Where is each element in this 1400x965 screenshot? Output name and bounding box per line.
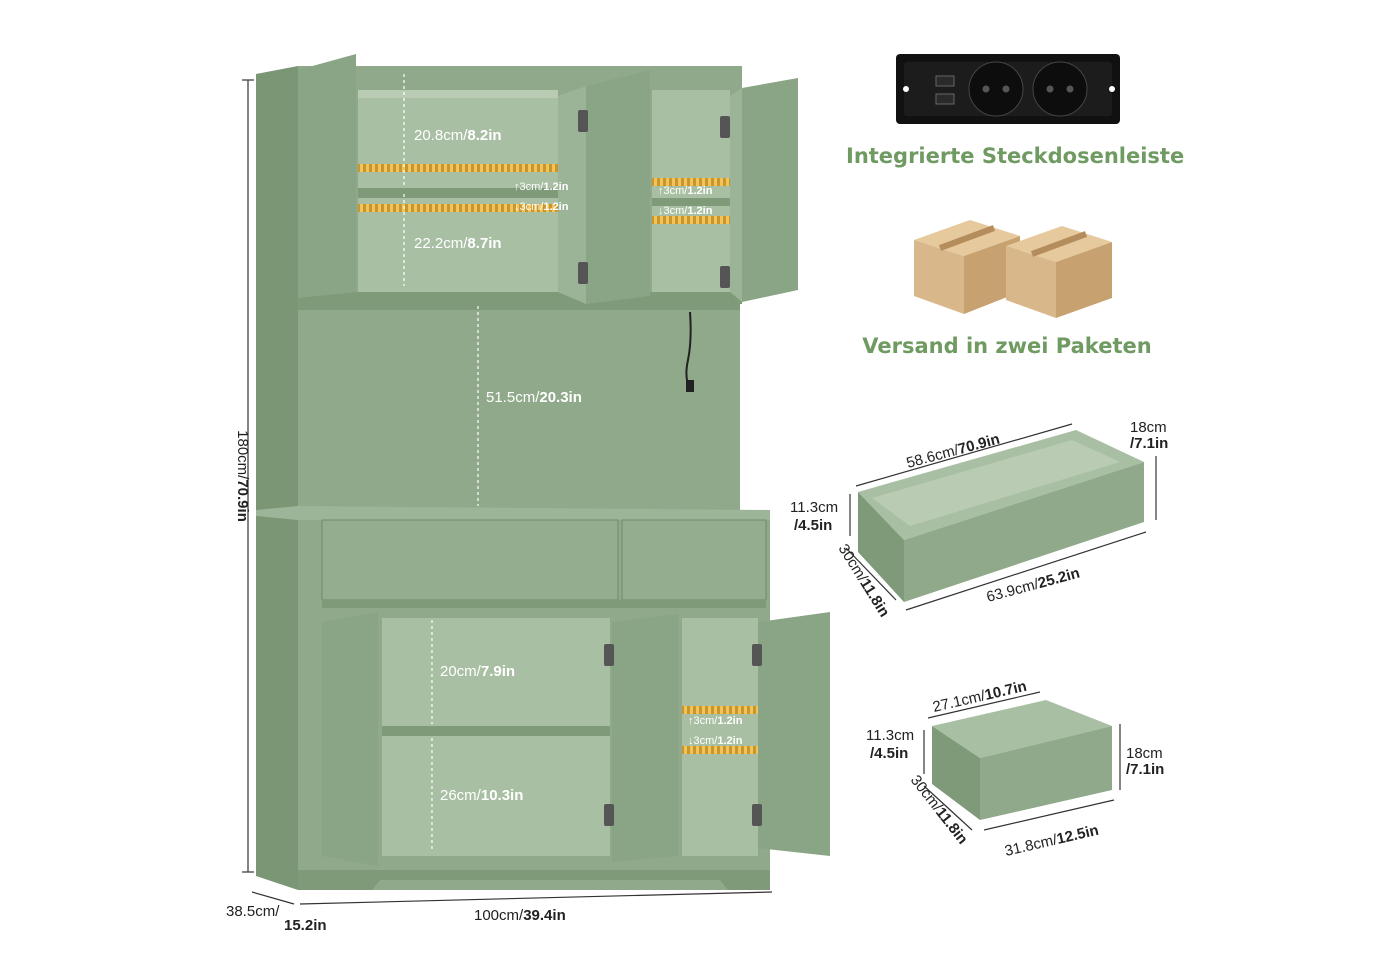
large-drawer-inner-height-inches: /4.5in [794, 517, 832, 534]
lower-shelf [382, 726, 610, 736]
small-drawer-front-width-label: 31.8cm/12.5in [1003, 822, 1100, 860]
cabinet-plinth [298, 870, 770, 890]
small-drawer-outer-height-label: 18cm [1126, 745, 1163, 762]
shelf-adjust-down-label: ↓3cm/1.2in [514, 201, 569, 213]
lower-right-compartment [682, 618, 758, 856]
upper-top-shelf-label: 20.8cm/8.2in [414, 127, 502, 144]
hutch-open-area [298, 304, 740, 510]
hutch-opening-label: 51.5cm/20.3in [486, 389, 582, 406]
power-strip-icon [896, 54, 1120, 124]
shipping-heading: Versand in zwei Paketen [862, 334, 1152, 358]
cabinet-side-panel [256, 66, 298, 890]
lower-left-door[interactable] [322, 612, 378, 866]
cabinet-depth-inches: 15.2in [284, 917, 327, 934]
drawer-left[interactable] [321, 519, 619, 601]
shelf-adjust-up-right-label: ↑3cm/1.2in [658, 185, 713, 197]
lower-left-compartment [382, 618, 610, 856]
cabinet-depth-label: 38.5cm/ [226, 903, 280, 920]
hutch-bottom-board [298, 292, 742, 304]
lower-shelf-adjust-down-label: ↓3cm/1.2in [688, 735, 743, 747]
lower-top-shelf-label: 20cm/7.9in [440, 663, 515, 680]
lower-right-door[interactable] [758, 612, 830, 856]
small-drawer-inner-height-label: 11.3cm [866, 727, 914, 744]
small-drawer-inner-height-inches: /4.5in [870, 745, 908, 762]
power-strip-heading: Integrierte Steckdosenleiste [846, 144, 1185, 168]
countertop [256, 506, 770, 520]
large-drawer-outer-height-label: 18cm [1130, 419, 1167, 436]
dimension-lines [242, 79, 773, 905]
large-drawer-inner-height-label: 11.3cm [790, 499, 838, 516]
upper-bottom-shelf-label: 22.2cm/8.7in [414, 235, 502, 252]
cabinet [256, 54, 830, 890]
upper-shelf [358, 188, 558, 198]
arrow-up-icon: ↑ [514, 181, 520, 193]
cabinet-width-label: 100cm/39.4in [474, 907, 566, 924]
shelf-pin-holes [358, 164, 758, 754]
lower-middle-door[interactable] [612, 614, 678, 862]
large-drawer-outer-height-inches: /7.1in [1130, 435, 1168, 452]
inner-dimension-lines [403, 74, 479, 852]
large-drawer-front-width-label: 63.9cm/25.2in [985, 565, 1082, 606]
upper-left-door[interactable] [298, 54, 356, 298]
upper-right-door[interactable] [742, 78, 798, 302]
small-drawer-outer-height-inches: /7.1in [1126, 761, 1164, 778]
large-drawer-illustration [858, 430, 1144, 602]
arrow-down-icon: ↓ [514, 201, 520, 213]
lower-shelf-adjust-up-label: ↑3cm/1.2in [688, 715, 743, 727]
drawer-right[interactable] [621, 519, 767, 601]
upper-right-compartment [652, 90, 730, 292]
cardboard-boxes-icon [914, 220, 1112, 318]
cabinet-height-label: 180cm/70.9in [234, 430, 251, 522]
hinge-icon [578, 110, 762, 826]
shelf-adjust-up-label: ↑3cm/1.2in [514, 181, 569, 193]
shelf-adjust-down-right-label: ↓3cm/1.2in [658, 205, 713, 217]
lower-bottom-shelf-label: 26cm/10.3in [440, 787, 523, 804]
small-drawer-illustration [932, 700, 1112, 820]
upper-middle-door[interactable] [586, 70, 650, 304]
